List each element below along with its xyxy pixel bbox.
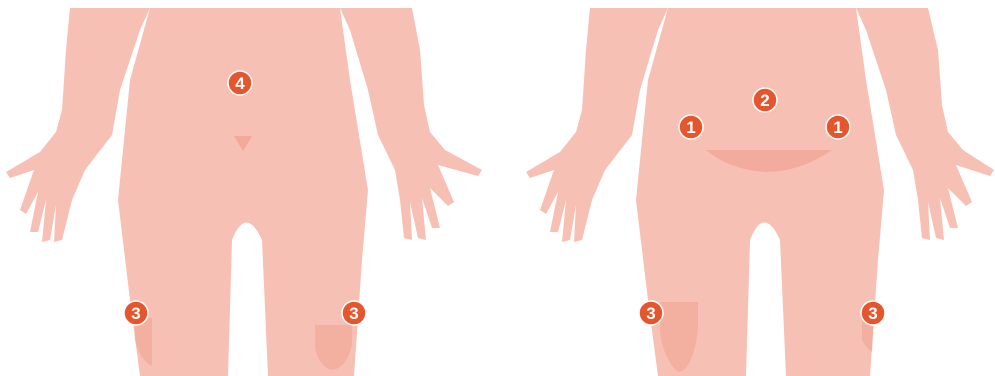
torso-and-legs bbox=[118, 8, 368, 376]
site-marker: 3 bbox=[124, 301, 148, 325]
site-marker: 1 bbox=[826, 115, 850, 139]
site-marker-label: 3 bbox=[868, 304, 877, 323]
front-view-figure bbox=[526, 8, 994, 376]
site-marker: 3 bbox=[639, 301, 663, 325]
back-view-figure bbox=[6, 8, 482, 376]
site-marker: 1 bbox=[679, 115, 703, 139]
site-marker-label: 2 bbox=[760, 91, 769, 110]
site-marker: 4 bbox=[228, 71, 252, 95]
site-marker: 2 bbox=[753, 88, 777, 112]
site-marker-label: 1 bbox=[686, 118, 695, 137]
site-marker-label: 3 bbox=[349, 304, 358, 323]
site-marker-label: 3 bbox=[646, 304, 655, 323]
site-marker-label: 1 bbox=[833, 118, 842, 137]
site-marker-label: 4 bbox=[235, 74, 245, 93]
site-marker-label: 3 bbox=[131, 304, 140, 323]
site-marker: 3 bbox=[342, 301, 366, 325]
site-marker: 3 bbox=[861, 301, 885, 325]
